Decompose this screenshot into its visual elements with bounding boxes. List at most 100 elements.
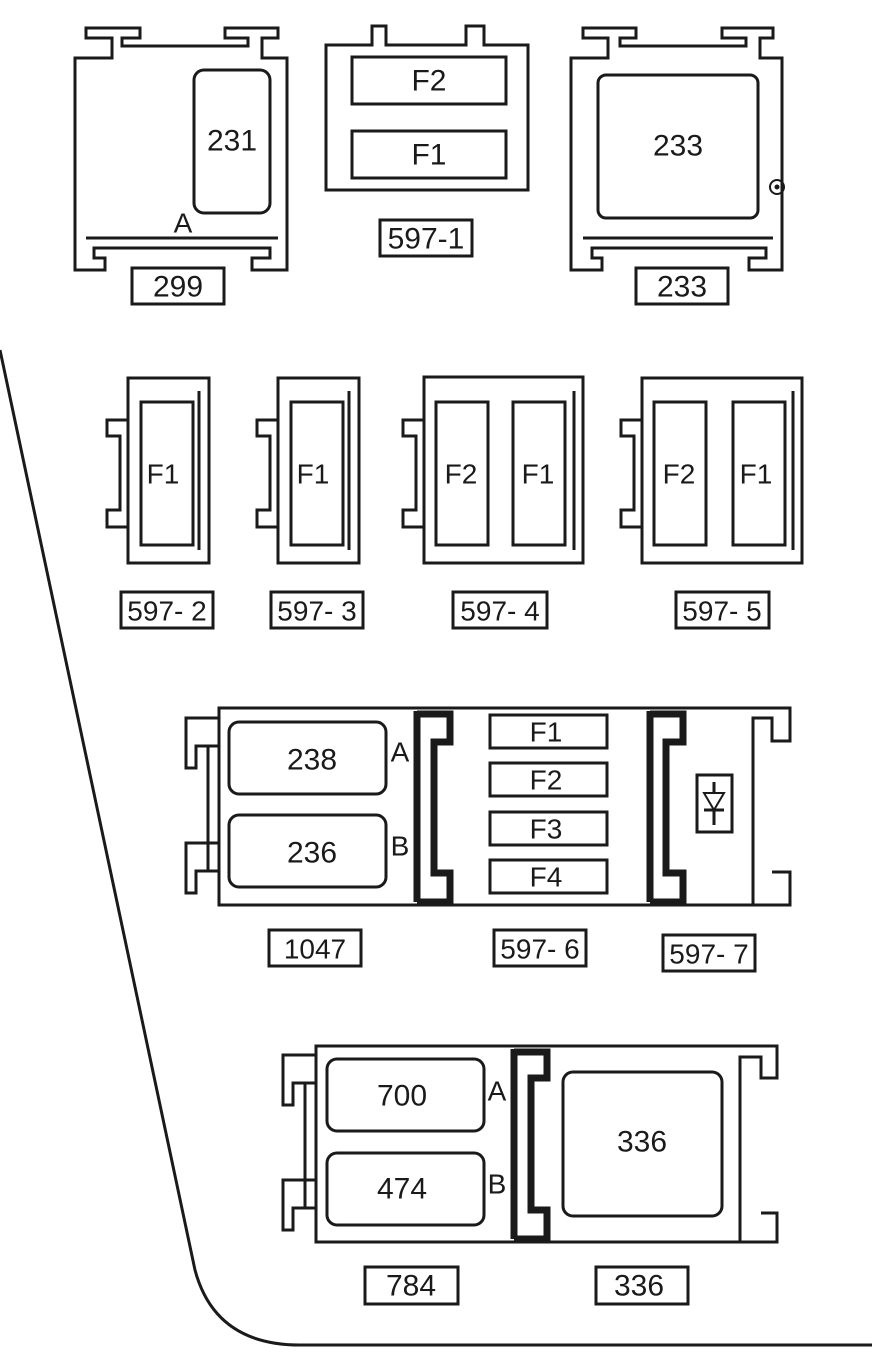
tag-336: [594, 1265, 690, 1306]
tag-597-3: [269, 590, 365, 630]
pin-a-label: A: [488, 1076, 507, 1107]
module-right-clip: [740, 1211, 779, 1244]
relay-236-label: 236: [287, 837, 337, 870]
holder-outline: [619, 376, 804, 565]
fuse-f3-label: F3: [530, 814, 563, 845]
pin-a-label: A: [391, 737, 410, 768]
mounting-hole-center: [774, 184, 780, 190]
fuse-f2[interactable]: [434, 400, 490, 547]
diode-triangle: [702, 792, 726, 812]
relay-233-label: 233: [653, 130, 703, 163]
relay-336-label: 336: [617, 1126, 667, 1159]
fuse-f1[interactable]: [731, 400, 787, 547]
relay-231[interactable]: [192, 68, 272, 215]
fuse-f3[interactable]: [488, 810, 609, 847]
diode-icon[interactable]: [695, 773, 734, 834]
fuse-f1[interactable]: [289, 400, 345, 547]
tag-597-6: [492, 928, 588, 968]
fuse-f2-label: F2: [411, 65, 446, 98]
mounting-hole-icon: [769, 179, 785, 195]
relay-231-label: 231: [207, 125, 257, 158]
fuse-f4[interactable]: [488, 858, 609, 895]
holder-outline: [401, 375, 585, 565]
tag-299-label: 299: [153, 271, 203, 304]
fuse-f1[interactable]: [488, 713, 609, 750]
fuse-f1-label: F1: [147, 459, 180, 490]
tag-597-3-label: 597- 3: [277, 596, 356, 627]
tag-597-5-label: 597- 5: [682, 596, 761, 627]
tag-1047: [267, 928, 363, 968]
tag-597-4: [451, 590, 549, 630]
tag-336-label: 336: [614, 1270, 664, 1303]
tag-233: [634, 266, 730, 306]
tag-597-4-label: 597- 4: [460, 596, 539, 627]
tag-784: [363, 1265, 460, 1306]
fuse-holder-597-1: F2 F1 597-1: [324, 24, 530, 258]
left-clip-bottom: [184, 841, 219, 895]
left-clip-top: [184, 716, 219, 770]
holder-outline: [73, 26, 289, 272]
module-outline: [314, 1044, 779, 1244]
relay-474-label: 474: [377, 1173, 427, 1206]
tag-597-1-label: 597-1: [388, 223, 465, 256]
holder-outline: [324, 24, 530, 192]
holder-outline: [255, 376, 361, 565]
relay-238[interactable]: [227, 720, 388, 796]
relay-700[interactable]: [325, 1057, 486, 1133]
relay-holder-233: 233 233: [569, 26, 785, 306]
fuse-f2-label: F2: [445, 459, 478, 490]
fuse-f2[interactable]: [350, 55, 508, 106]
module-row-3: 238 A 236 B F1 F2 F3 F4 1047 597- 6 597-…: [184, 706, 792, 973]
tag-597-7-label: 597- 7: [669, 939, 748, 970]
fuse-f1[interactable]: [511, 400, 567, 547]
fuse-f2[interactable]: [652, 400, 708, 547]
relay-238-label: 238: [287, 744, 337, 777]
holder-outline: [569, 26, 784, 272]
fuse-f1-label: F1: [740, 459, 773, 490]
fuse-holder-597-2: F1 597- 2: [105, 376, 215, 630]
left-clip-bottom: [281, 1178, 316, 1232]
separator-1: [510, 1048, 551, 1243]
separator-2: [646, 710, 687, 906]
tag-1047-label: 1047: [284, 934, 346, 965]
fuse-f2-label: F2: [663, 459, 696, 490]
fuse-f1[interactable]: [350, 129, 508, 180]
fuse-f4-label: F4: [530, 862, 563, 893]
fuse-holder-597-4: F2 F1 597- 4: [401, 375, 585, 630]
relay-336[interactable]: [561, 1070, 724, 1218]
relay-474[interactable]: [325, 1151, 486, 1227]
tag-597-6-label: 597- 6: [500, 934, 579, 965]
module-outline: [217, 706, 792, 907]
pin-b-label: B: [488, 1169, 507, 1200]
relay-700-label: 700: [377, 1080, 427, 1113]
fuse-f1-label: F1: [411, 139, 446, 172]
relay-236[interactable]: [227, 813, 388, 889]
tag-233-label: 233: [657, 271, 707, 304]
fuse-holder-597-5: F2 F1 597- 5: [619, 376, 804, 630]
tag-597-7: [661, 933, 757, 973]
fuse-f1-label: F1: [297, 459, 330, 490]
holder-outline: [105, 376, 211, 565]
pin-a-label: A: [174, 208, 193, 239]
fuse-f1-label: F1: [522, 459, 555, 490]
separator-1: [413, 710, 454, 906]
pin-b-label: B: [391, 831, 410, 862]
tag-597-5: [674, 590, 771, 630]
fuse-f1[interactable]: [139, 400, 195, 547]
relay-233[interactable]: [596, 73, 760, 220]
module-right-clip: [753, 870, 792, 907]
module-row-4: 700 A 474 B 336 784 336: [281, 1044, 779, 1306]
tag-597-2: [119, 590, 215, 630]
tag-784-label: 784: [386, 1270, 436, 1303]
fuse-f1-label: F1: [530, 717, 563, 748]
fuse-f2-label: F2: [530, 765, 563, 796]
tag-299: [130, 266, 226, 306]
tag-597-2-label: 597- 2: [127, 596, 206, 627]
left-clip-top: [281, 1053, 316, 1107]
tag-597-1: [378, 218, 474, 258]
fuse-f2[interactable]: [488, 761, 609, 798]
housing-outline: [0, 349, 872, 1347]
relay-holder-299: 231 A 299: [73, 26, 289, 306]
